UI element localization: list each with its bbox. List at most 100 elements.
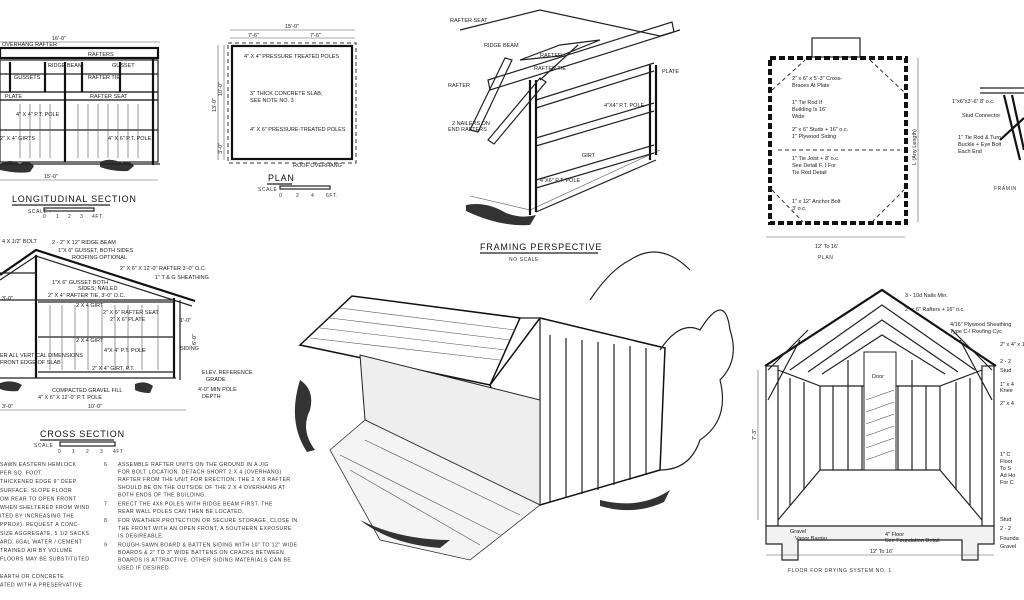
label: RAFTER TIE bbox=[88, 75, 120, 81]
label: 3" THICK CONCRETE SLAB; bbox=[250, 91, 323, 97]
callout-label: Knee bbox=[1000, 388, 1013, 394]
gable-callouts: 3 - 10d Nails Min. 2" x 6" Rafters + 16" … bbox=[905, 293, 1024, 550]
gable-shed-drawing: Door Gravel Vapor Barrier 4" Floor See F… bbox=[752, 288, 1024, 574]
scale-tick: 0 bbox=[43, 214, 46, 220]
dimension: 1'-0" bbox=[180, 318, 191, 324]
note-number: 7 bbox=[104, 502, 107, 508]
note-line: TRAINED AIR BY VOLUME bbox=[0, 548, 73, 554]
label: 2 X 4 GIRT bbox=[76, 338, 104, 344]
label: 2" X 4" GIRT, P.T. bbox=[92, 366, 135, 372]
dimension: 7'-6" bbox=[248, 33, 259, 39]
label: PLATE bbox=[5, 94, 22, 100]
label: See Detail F, I For bbox=[792, 163, 836, 169]
dimension: 3'-0" bbox=[2, 296, 13, 302]
label: OVERHANG RAFTER bbox=[2, 42, 57, 48]
label: 1" T & G SHEATHING bbox=[155, 275, 209, 281]
scale-tick: 1 bbox=[56, 214, 59, 220]
label: 2" X 6" RAFTER SEAT bbox=[103, 310, 159, 316]
label: 1"X 6" GUSSET, BOTH SIDES bbox=[58, 248, 133, 254]
label: 2 - 2" X 12" RIDGE BEAM bbox=[52, 240, 116, 246]
note-line: RAFTER FROM THE UNIT FOR ERECTION. THE 2… bbox=[118, 477, 291, 483]
label: 1" Tie Rod If bbox=[792, 100, 823, 106]
label: 1"x6"x3'-6" 8' o.c. bbox=[952, 99, 995, 105]
label: See Foundation Detail bbox=[885, 538, 939, 544]
callout-label: 2" x 6" Rafters + 16" o.c. bbox=[905, 307, 965, 313]
label: 2" X 4" GIRTS bbox=[0, 136, 35, 142]
scale-tick: 4FT bbox=[113, 449, 124, 455]
label: Stud Connector bbox=[962, 113, 1000, 119]
label: 4" Floor bbox=[885, 532, 904, 538]
note-number: 6 bbox=[104, 462, 107, 468]
note-line: BOTH ENDS OF THE BUILDING. bbox=[118, 492, 206, 498]
note-line: ATED WITH A PRESERVATIVE bbox=[0, 582, 83, 588]
callout-label: 1" C bbox=[1000, 452, 1011, 458]
label: 2" X 4" RAFTER TIE, 3'-0" O.C. bbox=[48, 293, 126, 299]
scale-tick: 4 bbox=[311, 193, 314, 199]
note-line: FOR WEATHER PROTECTION OR SECURE STORAGE… bbox=[118, 518, 297, 524]
note-line: BOARDS & 2" TO 3" WIDE BATTENS ON CRACKS… bbox=[118, 550, 284, 556]
label: 4" X 4" PRESSURE TREATED POLES bbox=[244, 54, 339, 60]
label: RAFTER SEAT bbox=[90, 94, 128, 100]
door-label: Door bbox=[872, 374, 884, 380]
label: GIRT bbox=[582, 153, 596, 159]
note-line: USED IF DESIRED. bbox=[118, 565, 171, 571]
dimension: 7'-3" bbox=[752, 429, 758, 440]
label: RAFTER bbox=[448, 83, 470, 89]
label: 2" X 6" PLATE bbox=[110, 317, 146, 323]
note-line: SIZE AGGREGATE, 5 1/2 SACKS bbox=[0, 531, 90, 537]
note-line: EARTH OR CONCRETE bbox=[0, 574, 64, 580]
dimension: 12' To 16' bbox=[870, 549, 893, 555]
label: 1"X 6" GUSSET BOTH bbox=[52, 280, 108, 286]
label: COMPACTED GRAVEL FILL bbox=[52, 388, 123, 394]
callout-label: Stud bbox=[1000, 368, 1011, 374]
note-number: 9 bbox=[104, 543, 107, 549]
label: SIDING bbox=[180, 346, 199, 352]
drawing-title: LONGITUDINAL SECTION bbox=[12, 194, 137, 204]
label: SIDES; NAILED bbox=[78, 286, 117, 292]
plan-drawing: 15'-0" 7'-6" 7'-6" 13'-0" 10'-0" 3'-0" 4… bbox=[212, 24, 357, 199]
dimension: 15'-0" bbox=[44, 174, 58, 180]
callout-label: To S bbox=[1000, 466, 1011, 472]
label: ROOF OVERHANG bbox=[293, 163, 342, 169]
label: 4'-0" MIN POLE bbox=[198, 387, 237, 393]
label: GUSSET bbox=[112, 63, 135, 69]
dimension: 15'-0" bbox=[285, 24, 299, 30]
plan-right-drawing: L (Any Length) 12' To 16' 2" x 6" x 5'-3… bbox=[766, 37, 919, 261]
label: ELEV. REFERENCE bbox=[202, 370, 253, 376]
shed-sketch bbox=[294, 251, 734, 561]
dimension: 3'-0" bbox=[218, 143, 224, 154]
callout-label: 3 - 10d Nails Min. bbox=[905, 293, 948, 299]
label: SEE NOTE NO. 3 bbox=[250, 98, 294, 104]
label: Wide bbox=[792, 114, 805, 120]
label: RAFTER SEAT bbox=[450, 18, 488, 24]
scale-tick: 3 bbox=[100, 449, 103, 455]
label: 4 X 1/2" BOLT bbox=[2, 239, 38, 245]
label: FRONT EDGE OF SLAB bbox=[0, 360, 61, 366]
callout-label: Founda bbox=[1000, 536, 1020, 542]
note-line: ARD, 6GAL WATER / CEMENT bbox=[0, 539, 83, 545]
drawing-title: PLAN bbox=[268, 173, 295, 183]
note-line: FLOORS MAY BE SUBSTITUTED bbox=[0, 557, 89, 563]
note-line: ASSEMBLE RAFTER UNITS ON THE GROUND IN A… bbox=[118, 462, 269, 468]
label: 4" X 4" P.T. POLE bbox=[16, 112, 60, 118]
dimension: 10'-0" bbox=[88, 404, 102, 410]
label: 1" Tie Rod & Turn- bbox=[958, 135, 1003, 141]
callout-label: Ad Ho bbox=[1000, 473, 1015, 479]
note-line: SAWN EASTERN HEMLOCK bbox=[0, 462, 77, 468]
label: Gravel bbox=[790, 529, 806, 535]
scale-tick: 2 bbox=[86, 449, 89, 455]
note-line: OM REAR TO OPEN FRONT bbox=[0, 496, 77, 502]
callout-label: 2" x 4 bbox=[1000, 401, 1014, 407]
dimension: 16'-0" bbox=[52, 36, 66, 42]
scale-tick: 2 bbox=[296, 193, 299, 199]
label: Braces At Plate bbox=[792, 83, 830, 89]
note-line: BOARDS IS ATTRACTIVE. OTHER SIDING MATER… bbox=[118, 558, 291, 564]
note-line: WHEN SHELTERED FROM WIND bbox=[0, 505, 90, 511]
label: RIDGE BEAM bbox=[484, 43, 519, 49]
framing-perspective-drawing: RAFTER SEAT RIDGE BEAM RAFTER RAFTER TIE… bbox=[448, 9, 681, 263]
dimension: 6'-0" bbox=[192, 334, 198, 345]
scale-tick: 1 bbox=[72, 449, 75, 455]
note-line: THICKENED EDGE 9" DEEP bbox=[0, 479, 77, 485]
label: 2 X 4 GIRT bbox=[76, 303, 104, 309]
